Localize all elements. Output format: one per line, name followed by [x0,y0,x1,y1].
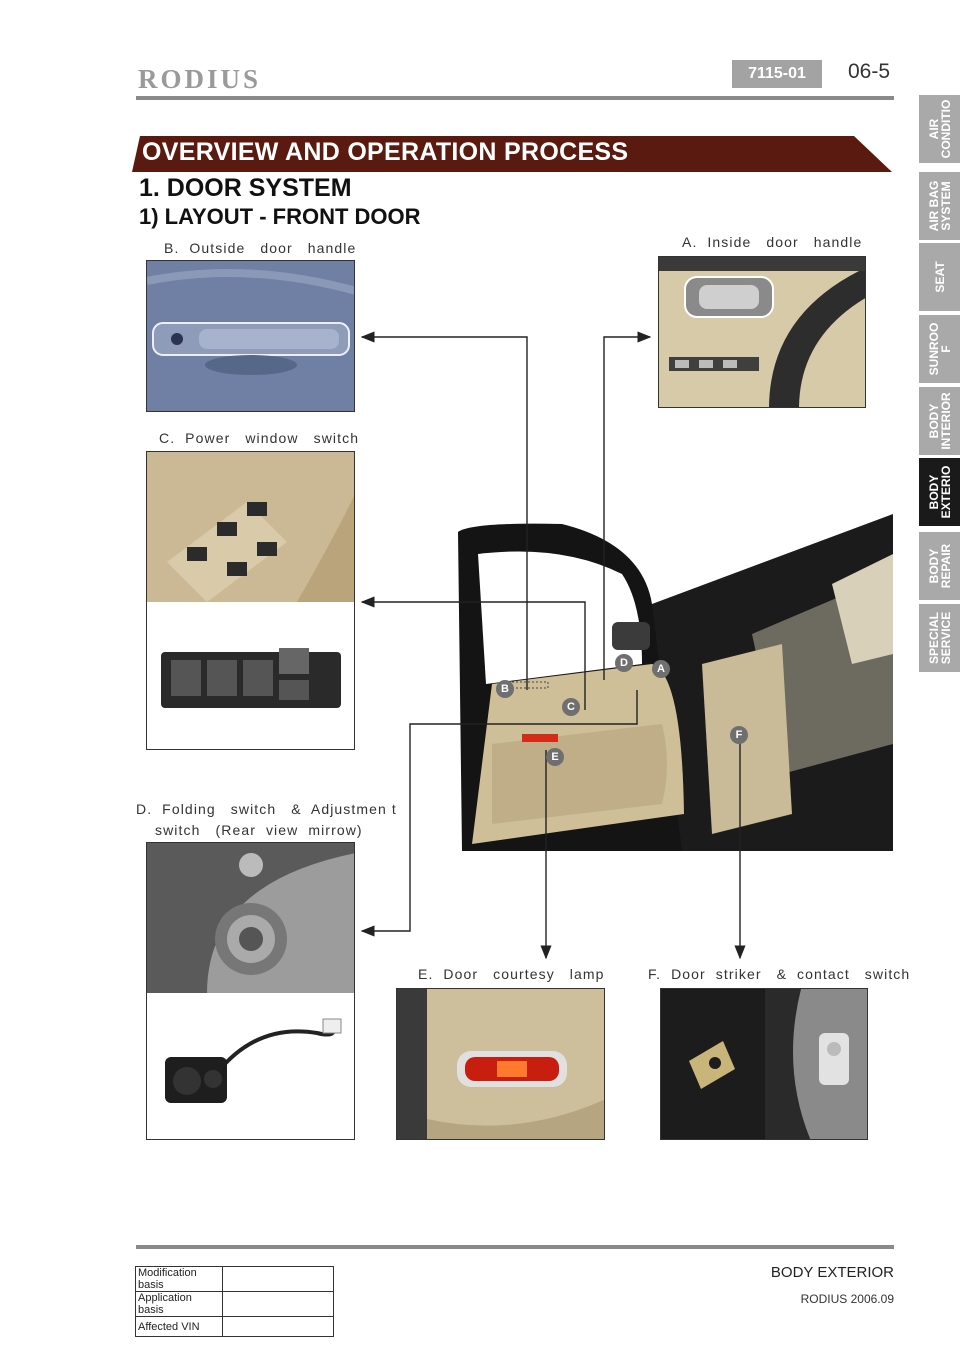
modification-table: Modification basis Application basis Aff… [135,1266,334,1337]
tab-label: EXTERIO [938,465,953,519]
table-cell-label: Modification basis [135,1266,223,1292]
table-cell-value [222,1316,334,1337]
photo-outside-door-handle [146,260,355,412]
table-row: Application basis [135,1291,334,1317]
table-cell-label: Application basis [135,1291,223,1317]
footer-rule [136,1245,894,1249]
photo-inside-door-handle [658,256,866,408]
table-cell-value [222,1291,334,1317]
callout-c: C [562,698,580,716]
tab-label: SERVICE [938,611,953,665]
table-cell-label: Affected VIN [135,1316,223,1337]
table-cell-value [222,1266,334,1292]
title-banner [132,136,892,172]
banner-title: OVERVIEW AND OPERATION PROCESS [142,138,629,166]
footer-title: BODY EXTERIOR [770,1264,894,1281]
tab-label: SEAT [932,261,947,293]
caption-folding-switch: D. Folding switch & Adjustmen t [136,801,397,817]
photo-front-door-layout [452,514,893,851]
tab-label: SYSTEM [938,181,953,231]
tab-label: F [938,345,953,353]
photo-mirror-switch [146,842,355,1140]
caption-power-window-switch: C. Power window switch [159,430,360,446]
caption-door-courtesy-lamp: E. Door courtesy lamp [418,966,605,982]
tab-label: CONDITIO [938,99,953,159]
subsection-title: 1) LAYOUT - FRONT DOOR [139,204,421,229]
table-row: Modification basis [135,1266,334,1292]
table-row: Affected VIN [135,1316,334,1337]
callout-f: F [730,726,748,744]
tab-label: INTERIOR [938,392,953,450]
footer-model-date: RODIUS 2006.09 [800,1292,894,1306]
photo-power-window-switch [146,451,355,750]
header-rule [136,96,894,100]
callout-a: A [652,660,670,678]
callout-e: E [546,748,564,766]
callout-b: B [496,680,514,698]
photo-door-courtesy-lamp [396,988,605,1140]
caption-folding-switch-line2: switch (Rear view mirrow) [155,822,363,838]
caption-door-striker: F. Door striker & contact switch [648,966,911,982]
section-title: 1. DOOR SYSTEM [139,174,352,202]
brand-logo: RODIUS [138,64,262,94]
caption-inside-door-handle: A. Inside door handle [682,234,863,250]
page-number: 06-5 [848,60,891,83]
tab-seat[interactable]: SEAT [919,243,960,311]
tab-label: REPAIR [938,543,953,589]
section-code: 7115-01 [732,60,822,88]
photo-door-striker [660,988,868,1140]
callout-d: D [615,654,633,672]
caption-outside-door-handle: B. Outside door handle [164,240,357,256]
